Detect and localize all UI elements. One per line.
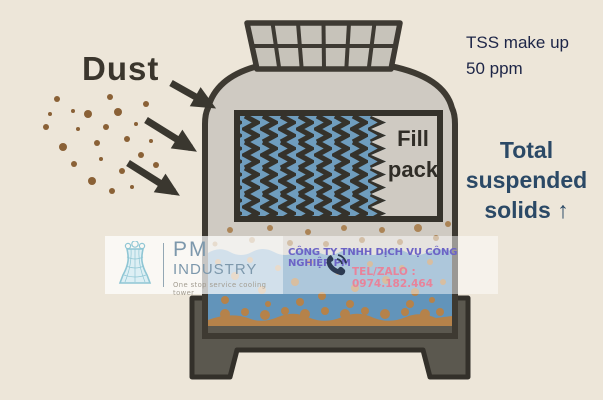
total-suspended-line3: solids ↑ <box>484 197 569 223</box>
contact-number: TEL/ZALO : 0974.182.464 <box>352 266 434 290</box>
brand-block: PM INDUSTRY One stop service cooling tow… <box>173 238 283 298</box>
tss-makeup-label: TSS make up 50 ppm <box>466 30 569 82</box>
brand-name-industry: INDUSTRY <box>173 261 258 278</box>
fill-pack <box>234 110 443 222</box>
watermark-band: PM INDUSTRY One stop service cooling tow… <box>105 236 498 298</box>
brand-tagline: One stop service cooling tower <box>173 281 267 297</box>
falling-particles <box>212 221 451 247</box>
dust-particles <box>43 94 162 194</box>
fill-pack-chevron-pattern <box>240 116 386 216</box>
fan-deck-grid <box>252 22 396 70</box>
basin-water <box>208 249 452 332</box>
dust-arrow-1 <box>169 79 217 109</box>
logo-divider <box>163 243 164 287</box>
dust-arrow-3 <box>126 160 180 196</box>
suspended-particles <box>215 257 446 308</box>
fill-pack-label: Fill pack <box>382 123 444 185</box>
fill-pack-line1: Fill <box>397 126 429 151</box>
tower-interior <box>205 221 455 336</box>
phone-icon <box>326 254 347 276</box>
fan-deck <box>244 20 403 72</box>
pm-logo: PM INDUSTRY One stop service cooling tow… <box>105 236 283 298</box>
dust-arrow-2 <box>144 117 197 152</box>
fill-pack-line2: pack <box>387 157 439 182</box>
sediment-pile <box>208 313 452 326</box>
tss-makeup-line1: TSS make up <box>466 33 569 52</box>
sediment-particles <box>220 307 444 320</box>
dust-label: Dust <box>82 50 160 87</box>
brand-name-pm: PM <box>173 238 209 261</box>
total-suspended-label: Total suspended solids ↑ <box>450 135 603 225</box>
tss-makeup-line2: 50 ppm <box>466 59 523 78</box>
total-suspended-line2: suspended <box>465 167 588 193</box>
total-suspended-line1: Total <box>499 137 554 163</box>
cooling-tower-icon <box>118 241 152 284</box>
company-name: CÔNG TY TNHH DỊCH VỤ CÔNG NGHIỆP PM <box>288 247 458 269</box>
